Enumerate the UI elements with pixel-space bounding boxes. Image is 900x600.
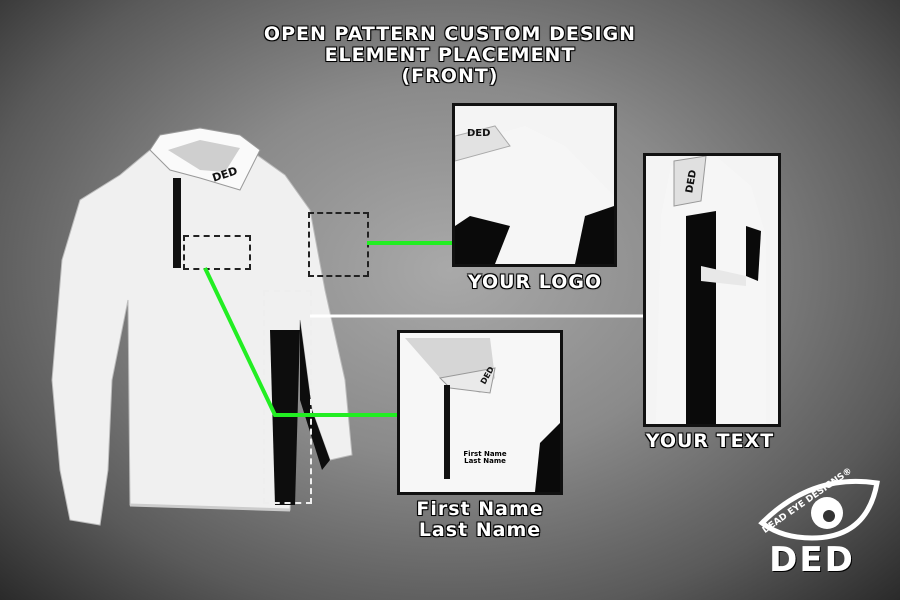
- chest-closeup: [400, 333, 560, 492]
- dead-eye-designs-logo: DEAD EYE DESIGNS® DED: [752, 466, 882, 588]
- last-name-label: Last Name: [418, 519, 542, 541]
- shirt-first-name: First Name: [463, 450, 507, 458]
- side-placement-box: [263, 290, 312, 504]
- your-logo-label: YOUR LOGO: [467, 271, 603, 293]
- first-name-label: First Name: [416, 498, 544, 520]
- name-label: First Name Last Name: [390, 499, 570, 541]
- chest-placement-box: [183, 235, 251, 270]
- side-closeup: [656, 156, 766, 424]
- logo-detail-panel: DED: [452, 103, 617, 267]
- name-connector: [203, 267, 398, 417]
- eye-icon: [758, 478, 880, 541]
- name-detail-panel: DED First Name Last Name: [397, 330, 563, 495]
- your-text-label: YOUR TEXT: [645, 430, 775, 452]
- page-title: OPEN PATTERN CUSTOM DESIGN ELEMENT PLACE…: [0, 24, 900, 87]
- title-line-1: OPEN PATTERN CUSTOM DESIGN: [263, 23, 637, 45]
- collar-logo: DED: [467, 128, 491, 139]
- title-line-2: ELEMENT PLACEMENT: [324, 44, 576, 66]
- sleeve-closeup: [455, 125, 614, 264]
- embroidered-name: First Name Last Name: [455, 451, 515, 465]
- brand-wordmark: DED: [769, 540, 855, 580]
- shirt-last-name: Last Name: [464, 457, 506, 465]
- title-line-3: (FRONT): [401, 65, 499, 87]
- text-detail-panel: DED: [643, 153, 781, 427]
